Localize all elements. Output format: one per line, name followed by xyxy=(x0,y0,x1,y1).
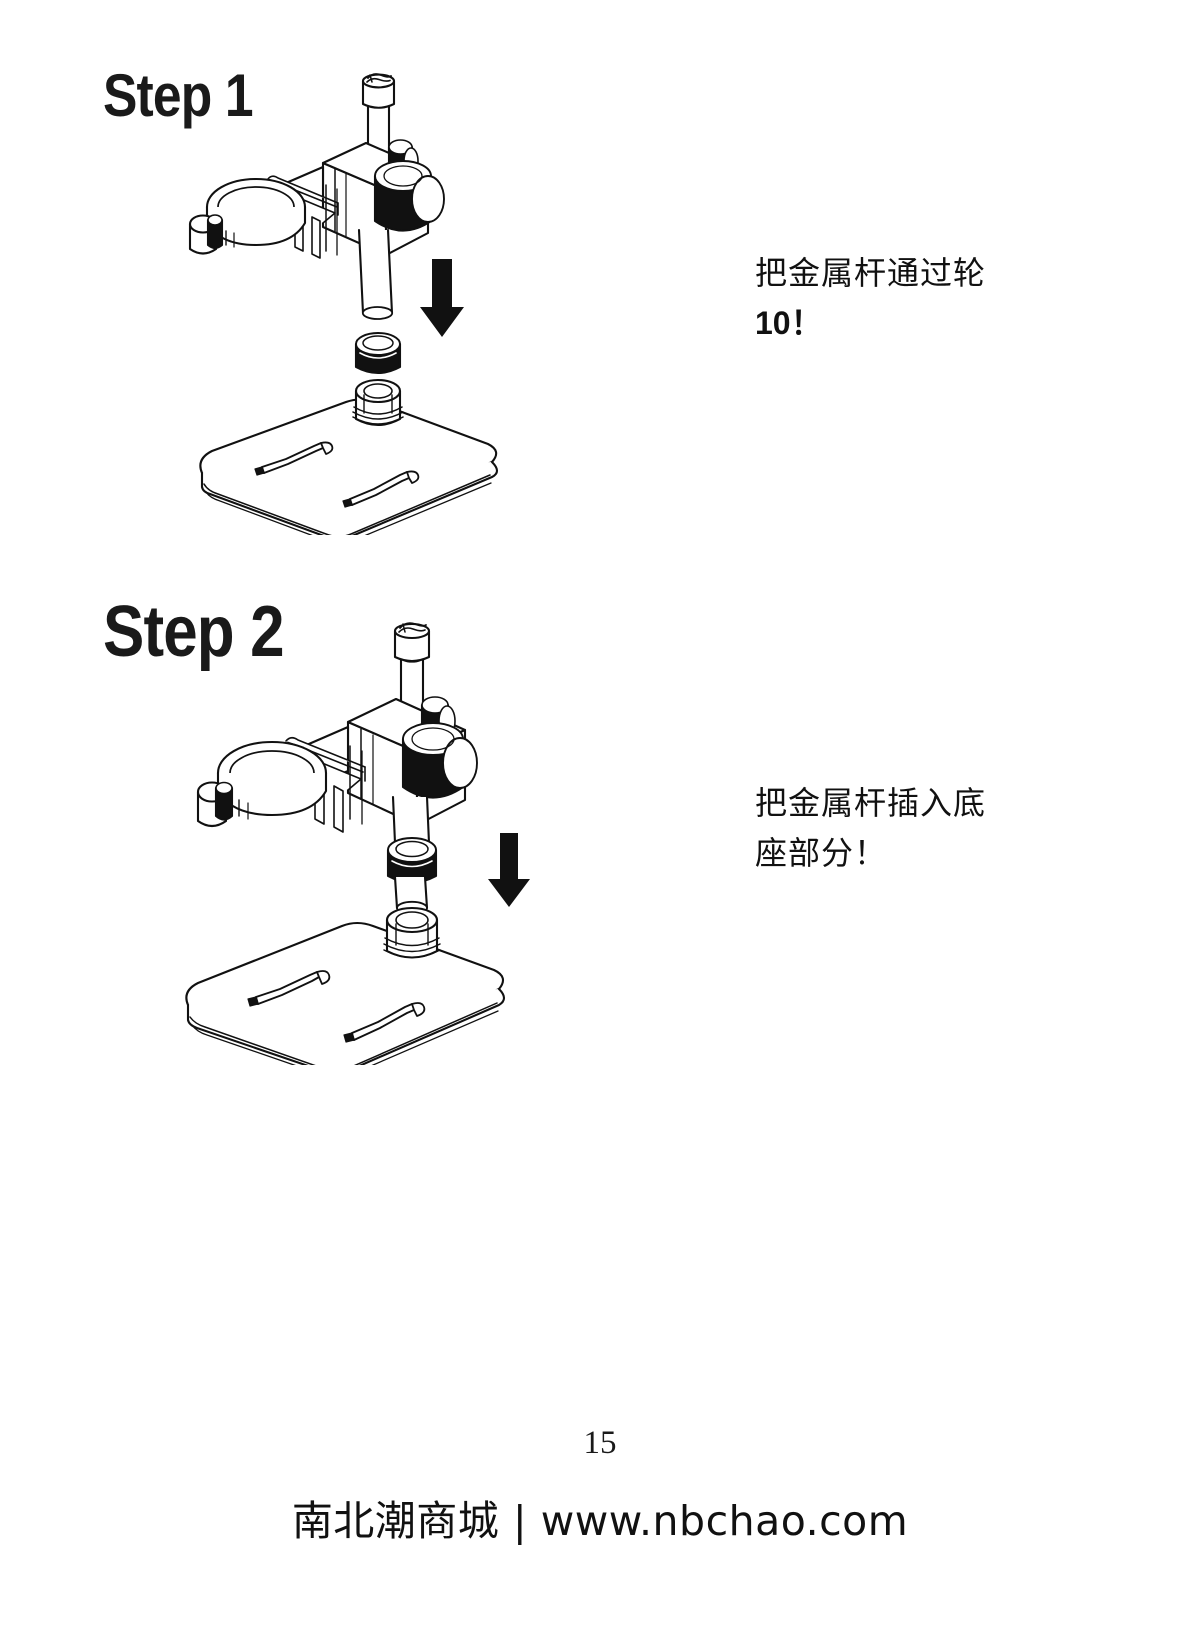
wheel-count-value: 10 xyxy=(755,305,791,341)
rod-top-cap xyxy=(361,73,396,109)
focus-knob-front xyxy=(401,722,478,799)
step-1-caption-line-2: 10！ xyxy=(755,298,986,348)
ring-clamp-knob xyxy=(196,781,234,828)
holder-ring xyxy=(205,177,307,248)
knurled-lock-nut xyxy=(354,332,402,375)
knurled-lock-nut-installed xyxy=(386,837,438,884)
base-plate xyxy=(185,921,506,1065)
focus-knob-front xyxy=(373,160,445,232)
holder-ring xyxy=(216,740,328,820)
step-1-caption: 把金属杆通过轮 10！ xyxy=(755,248,986,348)
stage-clip-left xyxy=(254,441,334,476)
stage-clip-left xyxy=(247,970,331,1007)
step-1-caption-line-1: 把金属杆通过轮 xyxy=(755,254,987,292)
stage-clip-right xyxy=(342,470,420,508)
exclamation-mark: ！ xyxy=(790,305,823,341)
down-arrow xyxy=(488,833,530,907)
step-2-caption-line-1: 把金属杆插入底 xyxy=(755,784,987,822)
stage-clip-right xyxy=(343,1002,426,1043)
step-2-figure xyxy=(160,585,560,1065)
step-2-caption: 把金属杆插入底 座部分！ xyxy=(755,778,986,878)
step-2-heading: Step 2 xyxy=(103,592,285,672)
ring-clamp-knob xyxy=(188,214,224,255)
step-1-heading: Step 1 xyxy=(103,62,254,129)
step-2-caption-line-2: 座部分！ xyxy=(755,834,888,872)
down-arrow xyxy=(420,259,464,337)
metal-rod-lower xyxy=(357,228,394,320)
base-socket xyxy=(352,378,404,427)
footer-brand: 南北潮商城 | www.nbchao.com xyxy=(291,1497,909,1545)
base-socket xyxy=(383,906,441,959)
step-1-figure xyxy=(160,55,520,535)
rod-top-cap xyxy=(393,622,431,663)
page-number: 15 xyxy=(583,1425,617,1461)
base-plate xyxy=(199,398,499,535)
